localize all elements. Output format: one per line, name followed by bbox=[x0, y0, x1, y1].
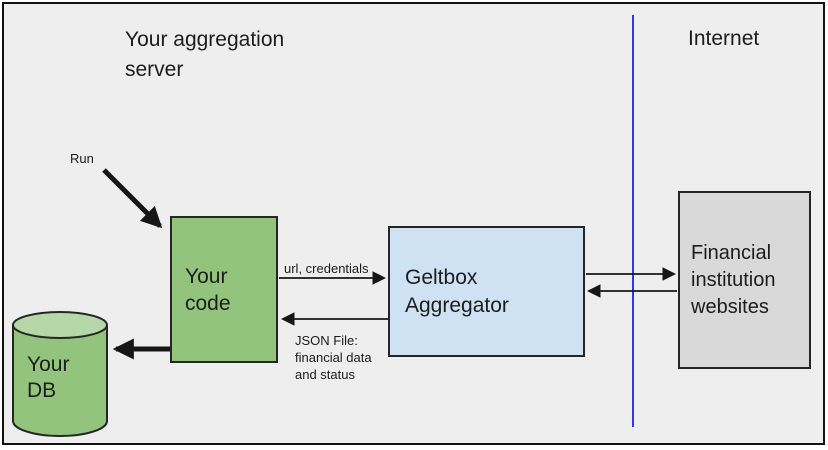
node-financial-institution-websites: Financial institution websites bbox=[678, 191, 811, 369]
zone-title-aggregation-server: Your aggregation server bbox=[125, 28, 285, 81]
zone-title-internet: Internet bbox=[688, 27, 760, 50]
node-geltbox-aggregator: Geltbox Aggregator bbox=[388, 226, 585, 357]
node-your-db-label: Your DB bbox=[27, 353, 70, 402]
database-cylinder-shape bbox=[12, 311, 108, 437]
run-label: Run bbox=[70, 151, 94, 166]
node-your-code: Your code bbox=[170, 216, 278, 363]
internet-boundary-line bbox=[632, 15, 634, 427]
json-file-label: JSON File: financial data and status bbox=[295, 333, 372, 382]
url-credentials-label: url, credentials bbox=[284, 261, 369, 276]
